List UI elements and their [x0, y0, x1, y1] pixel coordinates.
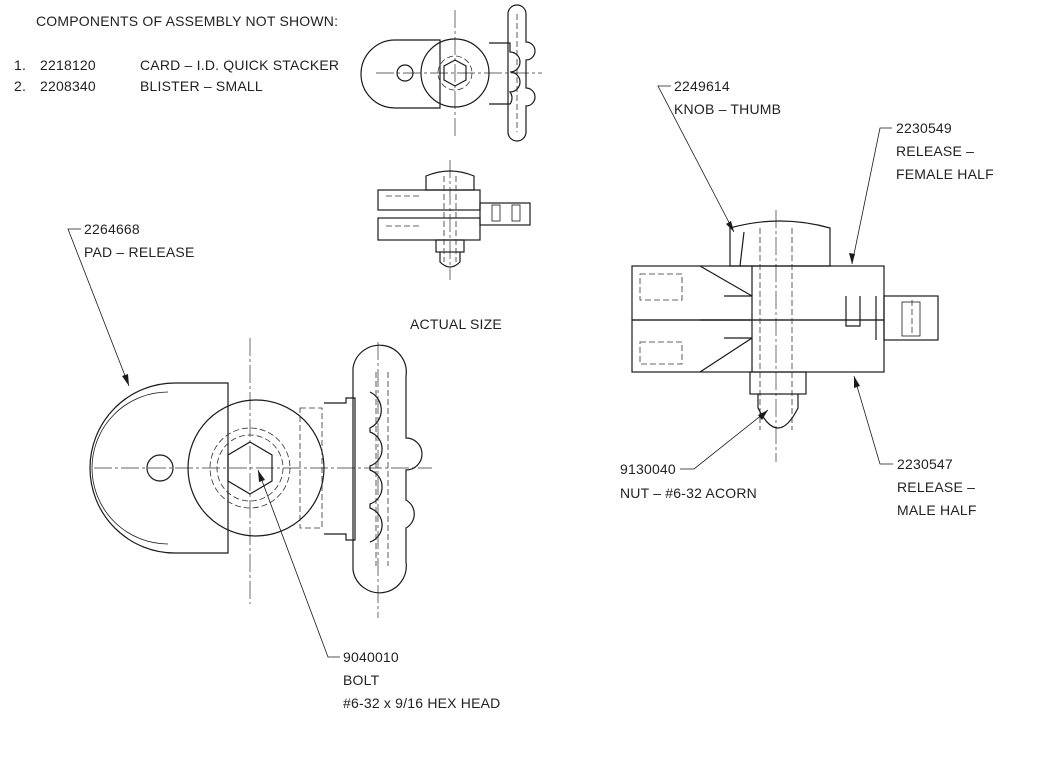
callout-part-number: 9040010 — [343, 649, 399, 665]
large-top-view — [89, 338, 432, 618]
callout-description: RELEASE – — [896, 143, 974, 159]
callout-description: #6-32 x 9/16 HEX HEAD — [343, 695, 501, 711]
callout-description: PAD – RELEASE — [84, 244, 195, 260]
callout-male-half: 2230547 RELEASE – MALE HALF — [897, 456, 977, 518]
callout-bolt: 9040010 BOLT #6-32 x 9/16 HEX HEAD — [343, 649, 501, 711]
callout-part-number: 2230549 — [896, 120, 952, 136]
callout-part-number: 2264668 — [84, 221, 140, 237]
notes-block: COMPONENTS OF ASSEMBLY NOT SHOWN: 1. 221… — [14, 13, 339, 94]
callout-knob: 2249614 KNOB – THUMB — [674, 78, 781, 117]
notes-heading: COMPONENTS OF ASSEMBLY NOT SHOWN: — [36, 13, 338, 29]
actual-size-label: ACTUAL SIZE — [410, 316, 502, 332]
callout-description: NUT – #6-32 ACORN — [620, 485, 757, 501]
small-side-view — [377, 160, 531, 280]
callout-part-number: 2249614 — [674, 78, 730, 94]
callout-description: BOLT — [343, 672, 380, 688]
note-part-number: 2218120 — [40, 57, 96, 73]
callout-leaders — [67, 85, 893, 658]
callout-part-number: 9130040 — [620, 461, 676, 477]
callout-pad: 2264668 PAD – RELEASE — [84, 221, 195, 260]
note-description: CARD – I.D. QUICK STACKER — [140, 57, 339, 73]
large-side-view — [631, 210, 939, 462]
callout-female-half: 2230549 RELEASE – FEMALE HALF — [896, 120, 994, 182]
callout-nut: 9130040 NUT – #6-32 ACORN — [620, 461, 757, 501]
callout-description: KNOB – THUMB — [674, 101, 781, 117]
note-index: 2. — [14, 78, 26, 94]
note-index: 1. — [14, 57, 26, 73]
callout-part-number: 2230547 — [897, 456, 953, 472]
note-description: BLISTER – SMALL — [140, 78, 263, 94]
callout-description: FEMALE HALF — [896, 166, 994, 182]
callout-description: RELEASE – — [897, 479, 975, 495]
note-part-number: 2208340 — [40, 78, 96, 94]
callout-description: MALE HALF — [897, 502, 977, 518]
small-top-view — [360, 4, 542, 142]
